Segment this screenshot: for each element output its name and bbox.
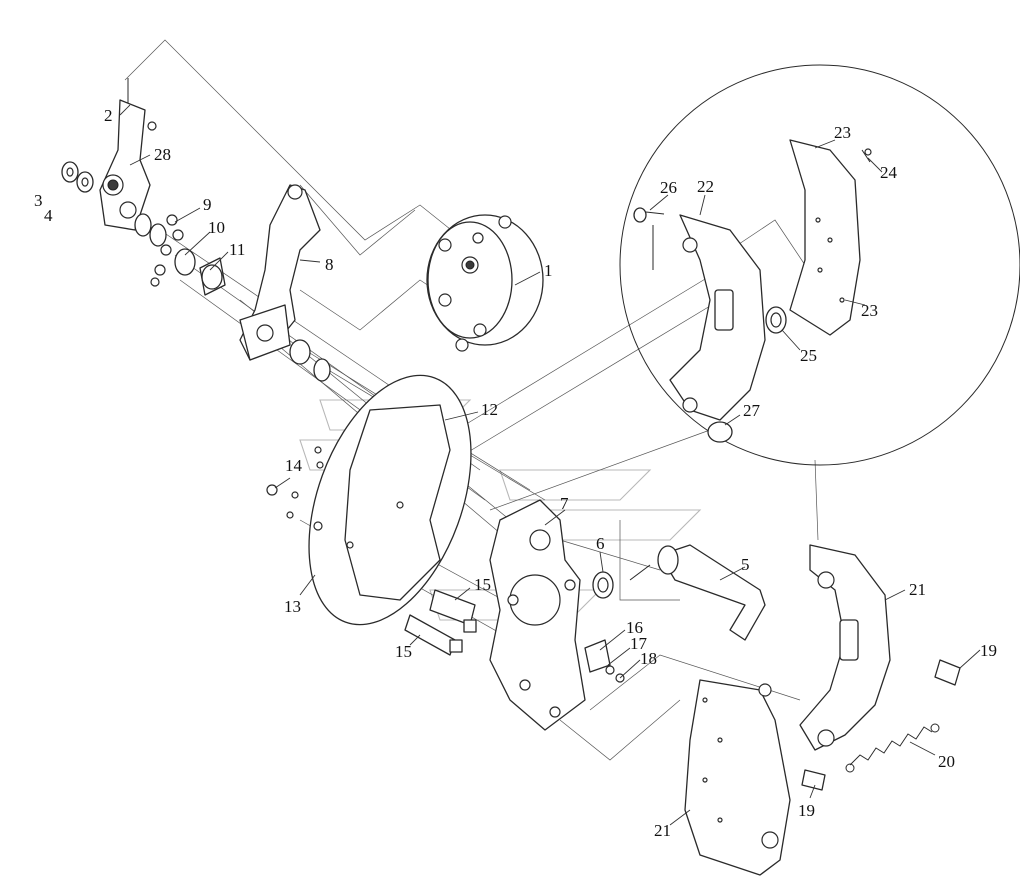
callout-19a: 19 — [980, 641, 997, 660]
dust-shield — [308, 374, 472, 626]
callout-23b: 23 — [861, 301, 878, 320]
callout-leaders — [119, 104, 981, 826]
washers-3-4 — [61, 161, 94, 193]
callout-6: 6 — [596, 534, 605, 553]
callout-13: 13 — [284, 597, 301, 616]
shield-bolts — [266, 446, 324, 519]
callout-24: 24 — [880, 163, 898, 182]
callout-15b: 15 — [395, 642, 412, 661]
callout-22: 22 — [697, 177, 714, 196]
callout-15a: 15 — [474, 575, 491, 594]
callout-11: 11 — [229, 240, 245, 259]
callout-12: 12 — [481, 400, 498, 419]
brake-shoe-bottom — [684, 679, 791, 876]
callout-16: 16 — [626, 618, 643, 637]
camshaft-seals-and-bushing — [134, 213, 226, 296]
callout-7: 7 — [560, 494, 569, 513]
brake-shoe-detail — [669, 214, 766, 421]
chamber-bracket — [239, 184, 331, 382]
callout-18: 18 — [640, 649, 657, 668]
callout-19b: 19 — [798, 801, 815, 820]
callout-8: 8 — [325, 255, 334, 274]
anchor-pins — [404, 589, 477, 656]
callout-3: 3 — [34, 191, 43, 210]
brake-shoe-right — [799, 544, 891, 751]
slack-adjuster — [99, 78, 157, 231]
detail-circle — [619, 64, 1020, 466]
callout-21a: 21 — [909, 580, 926, 599]
callout-28: 28 — [154, 145, 171, 164]
callout-4: 4 — [44, 206, 53, 225]
callout-21b: 21 — [654, 821, 671, 840]
callout-labels: 1 2 3 4 5 6 7 8 9 10 11 12 13 14 15 15 1… — [34, 106, 997, 840]
brake-chamber — [426, 214, 544, 352]
camshaft-seal — [592, 571, 614, 599]
callout-26: 26 — [660, 178, 677, 197]
callout-1: 1 — [544, 261, 553, 280]
callout-27: 27 — [743, 401, 761, 420]
brake-lining-detail — [789, 139, 861, 336]
callout-20: 20 — [938, 752, 955, 771]
callout-10: 10 — [208, 218, 225, 237]
callout-14: 14 — [285, 456, 303, 475]
s-camshaft — [629, 544, 766, 641]
rollers — [801, 659, 961, 791]
callout-2: 2 — [104, 106, 113, 125]
callout-23a: 23 — [834, 123, 851, 142]
return-spring — [845, 723, 940, 773]
callout-25: 25 — [800, 346, 817, 365]
detail-small-parts — [633, 148, 872, 443]
brake-spider — [489, 499, 586, 731]
callout-9: 9 — [203, 195, 212, 214]
callout-5: 5 — [741, 555, 750, 574]
callout-17: 17 — [630, 634, 648, 653]
lock-plate-and-bolts — [584, 639, 625, 683]
